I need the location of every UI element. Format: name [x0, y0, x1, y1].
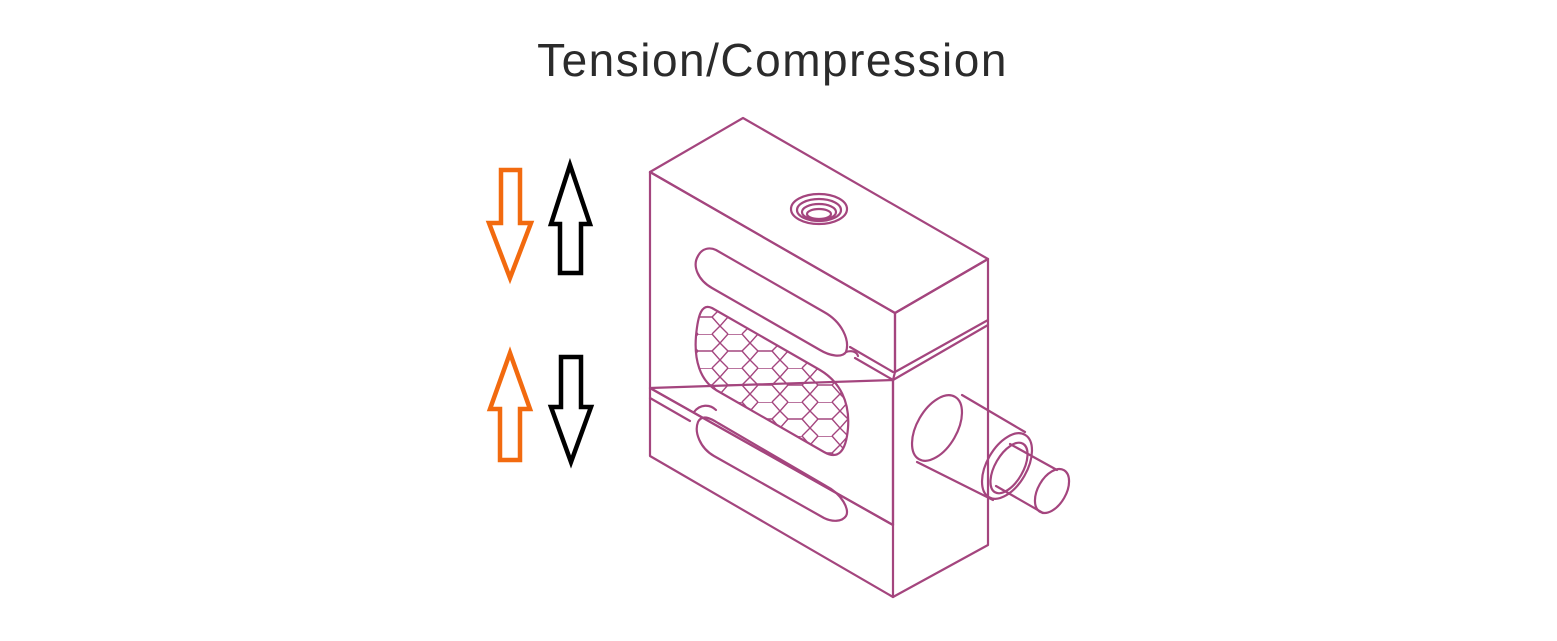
lower-block-front [648, 378, 895, 599]
lower-slot [695, 416, 849, 522]
diagram-title: Tension/Compression [537, 34, 1008, 86]
top-face [648, 116, 990, 315]
cable-connector-icon [910, 393, 1071, 515]
orange-arrow-down-icon [485, 167, 535, 285]
black-arrow-down-icon [547, 354, 595, 469]
upper-right-face [893, 257, 990, 374]
black-arrow-up-icon [547, 157, 594, 276]
lower-right-face [891, 323, 990, 599]
tapped-hole-icon [789, 192, 849, 226]
upper-slot [694, 247, 849, 357]
load-arrows [485, 157, 595, 469]
orange-arrow-up-icon [486, 346, 534, 463]
